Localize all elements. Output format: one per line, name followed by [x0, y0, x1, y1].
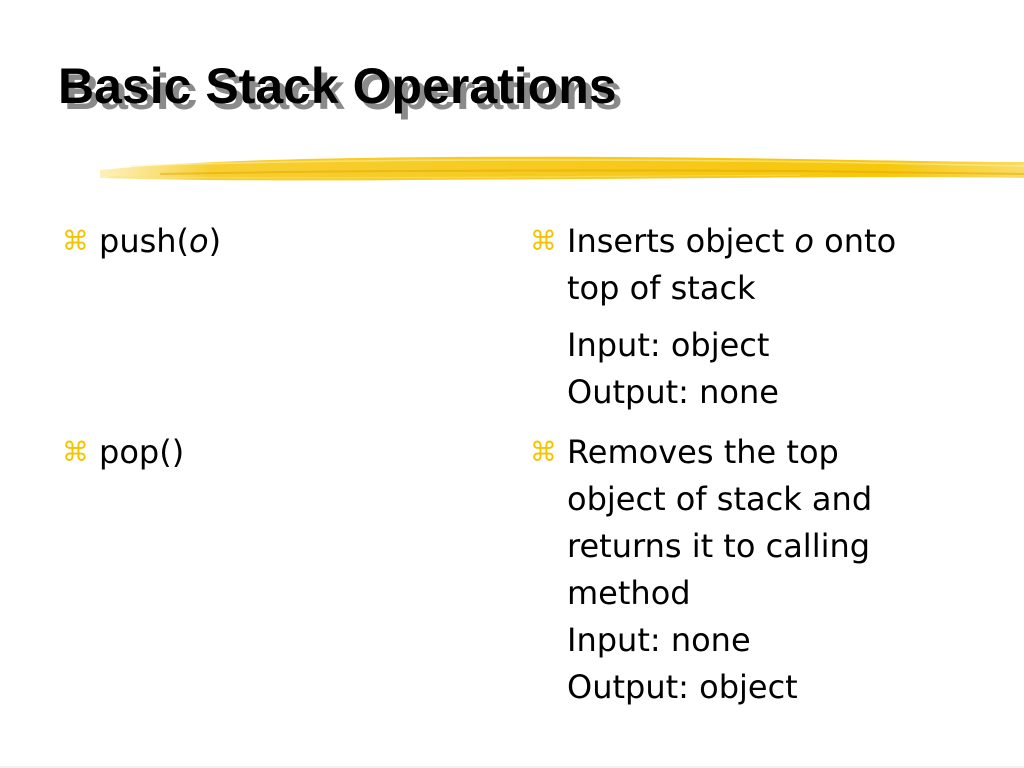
push-suffix: ) [208, 222, 222, 260]
command-key-icon: ⌘ [530, 437, 557, 468]
pop-desc-line-2: object of stack and [567, 480, 873, 518]
pop-output: Output: object [567, 668, 798, 706]
command-key-icon: ⌘ [62, 226, 89, 257]
slide-title-shadow: Basic Stack Operations [64, 64, 623, 120]
slide-title-block: Basic Stack Operations Basic Stack Opera… [58, 56, 958, 136]
pop-desc-line-1: Removes the top [567, 433, 839, 471]
push-signature: push(o) [99, 218, 221, 265]
push-prefix: push( [99, 222, 190, 260]
pop-input: Input: none [567, 621, 751, 659]
command-key-icon: ⌘ [530, 226, 557, 257]
pop-desc-line-4: method [567, 574, 691, 612]
push-description: Inserts object o onto top of stack Input… [567, 218, 896, 416]
highlighter-stroke [100, 156, 1024, 181]
pop-description: Removes the top object of stack and retu… [567, 429, 872, 711]
push-desc-line-2: top of stack [567, 269, 756, 307]
pop-desc-line-3: returns it to calling [567, 527, 871, 565]
push-arg: o [189, 222, 209, 260]
push-input: Input: object [567, 326, 770, 364]
push-output: Output: none [567, 373, 779, 411]
bottom-rule [0, 766, 1024, 768]
push-desc-line-1: Inserts object o onto [567, 222, 897, 260]
command-key-icon: ⌘ [62, 437, 89, 468]
slide-title: Basic Stack Operations [58, 58, 617, 114]
pop-signature: pop() [99, 433, 185, 471]
